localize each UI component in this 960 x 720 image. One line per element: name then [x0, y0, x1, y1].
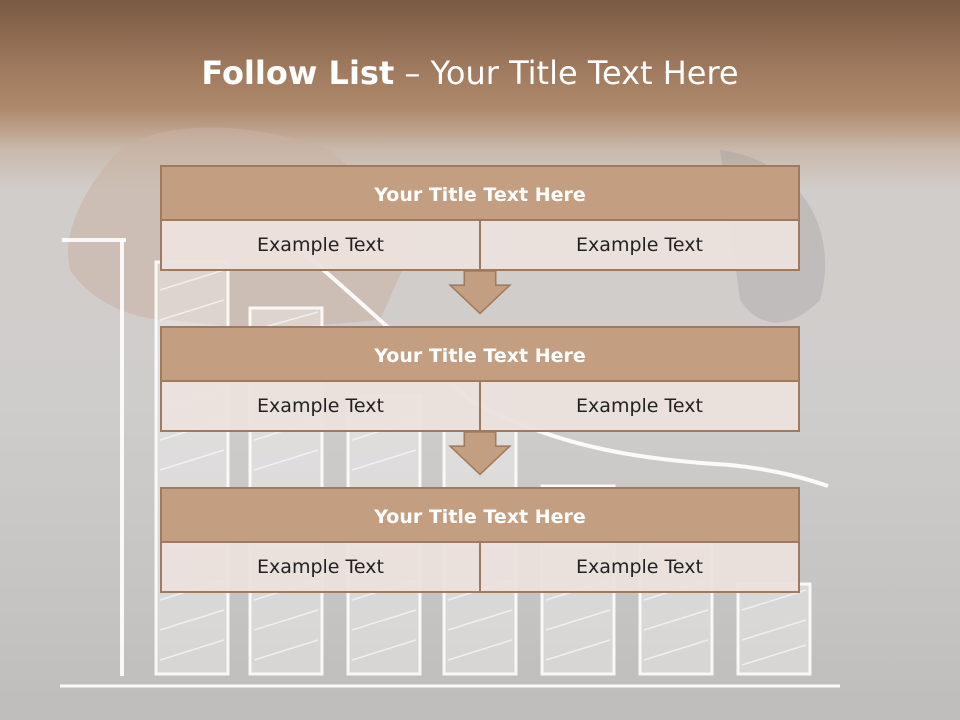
- block-cell-right: Example Text: [481, 221, 800, 271]
- block-cell-left: Example Text: [160, 221, 481, 271]
- block-row: Example Text Example Text: [160, 543, 800, 593]
- block-title: Your Title Text Here: [160, 165, 800, 221]
- list-block-3: Your Title Text Here Example Text Exampl…: [160, 487, 800, 593]
- list-block-1: Your Title Text Here Example Text Exampl…: [160, 165, 800, 271]
- slide-title-rest: – Your Title Text Here: [394, 54, 739, 92]
- slide-title-bold: Follow List: [201, 54, 395, 92]
- block-title: Your Title Text Here: [160, 487, 800, 543]
- down-arrow-icon: [448, 432, 512, 476]
- list-block-2: Your Title Text Here Example Text Exampl…: [160, 326, 800, 432]
- block-cell-right: Example Text: [481, 382, 800, 432]
- down-arrow-icon: [448, 271, 512, 315]
- block-title: Your Title Text Here: [160, 326, 800, 382]
- block-cell-right: Example Text: [481, 543, 800, 593]
- block-cell-left: Example Text: [160, 543, 481, 593]
- slide-title: Follow List – Your Title Text Here: [0, 54, 940, 92]
- block-row: Example Text Example Text: [160, 382, 800, 432]
- block-cell-left: Example Text: [160, 382, 481, 432]
- block-row: Example Text Example Text: [160, 221, 800, 271]
